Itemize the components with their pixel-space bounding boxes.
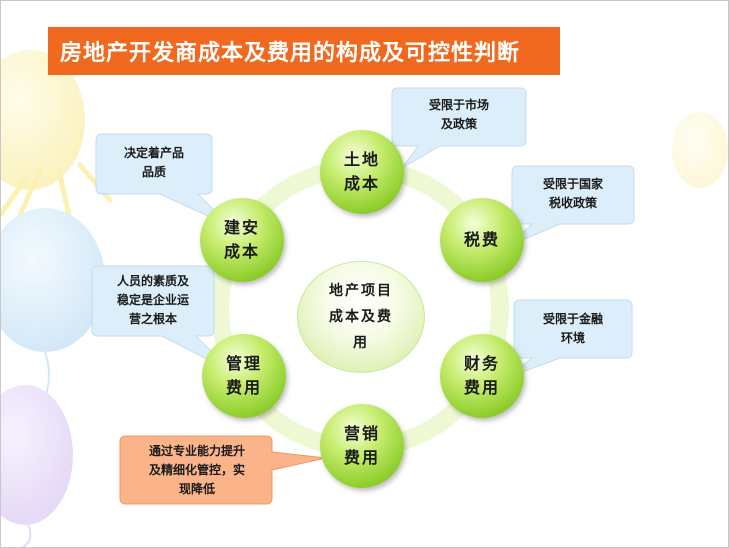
- callout-tax-bubble: [507, 165, 635, 247]
- callout-finance-bubble: [505, 299, 633, 379]
- callout-management-text: 人员的素质及 稳定是企业运 营之根本: [116, 274, 189, 326]
- node-construction-cost: 建安 成本: [200, 198, 284, 282]
- center-node-label: 地产项目 成本及费 用: [329, 283, 393, 351]
- node-land-cost-label: 土地 成本: [343, 150, 380, 193]
- page-title: 房地产开发商成本及费用的构成及可控性判断: [60, 41, 521, 66]
- callout-tax-text: 受限于国家 税收政策: [542, 177, 603, 210]
- node-tax: 税费: [440, 198, 524, 282]
- node-marketing-expense: 营销 费用: [320, 404, 404, 488]
- callout-finance-text: 受限于金融 环境: [542, 312, 603, 345]
- callout-land-text: 受限于市场 及政策: [428, 98, 489, 131]
- node-marketing-expense-label: 营销 费用: [343, 424, 380, 467]
- callout-construction-text: 决定着产品 品质: [123, 146, 184, 179]
- decorative-balloons: [0, 50, 728, 548]
- node-tax-label: 税费: [463, 230, 500, 249]
- node-management-expense: 管理 费用: [202, 334, 286, 418]
- node-management-expense-label: 管理 费用: [225, 354, 262, 397]
- center-node: 地产项目 成本及费 用: [297, 261, 425, 373]
- node-construction-cost-label: 建安 成本: [223, 218, 260, 261]
- node-finance-expense: 财务 费用: [440, 334, 524, 418]
- callout-land-bubble: [391, 87, 527, 169]
- callout-marketing-bubble: [119, 435, 327, 505]
- callout-marketing-text: 通过专业能力提升 及精细化管控，实 现降低: [148, 444, 245, 496]
- node-finance-expense-label: 财务 费用: [463, 354, 500, 397]
- node-land-cost: 土地 成本: [320, 130, 404, 214]
- title-banner: 房地产开发商成本及费用的构成及可控性判断: [48, 27, 560, 75]
